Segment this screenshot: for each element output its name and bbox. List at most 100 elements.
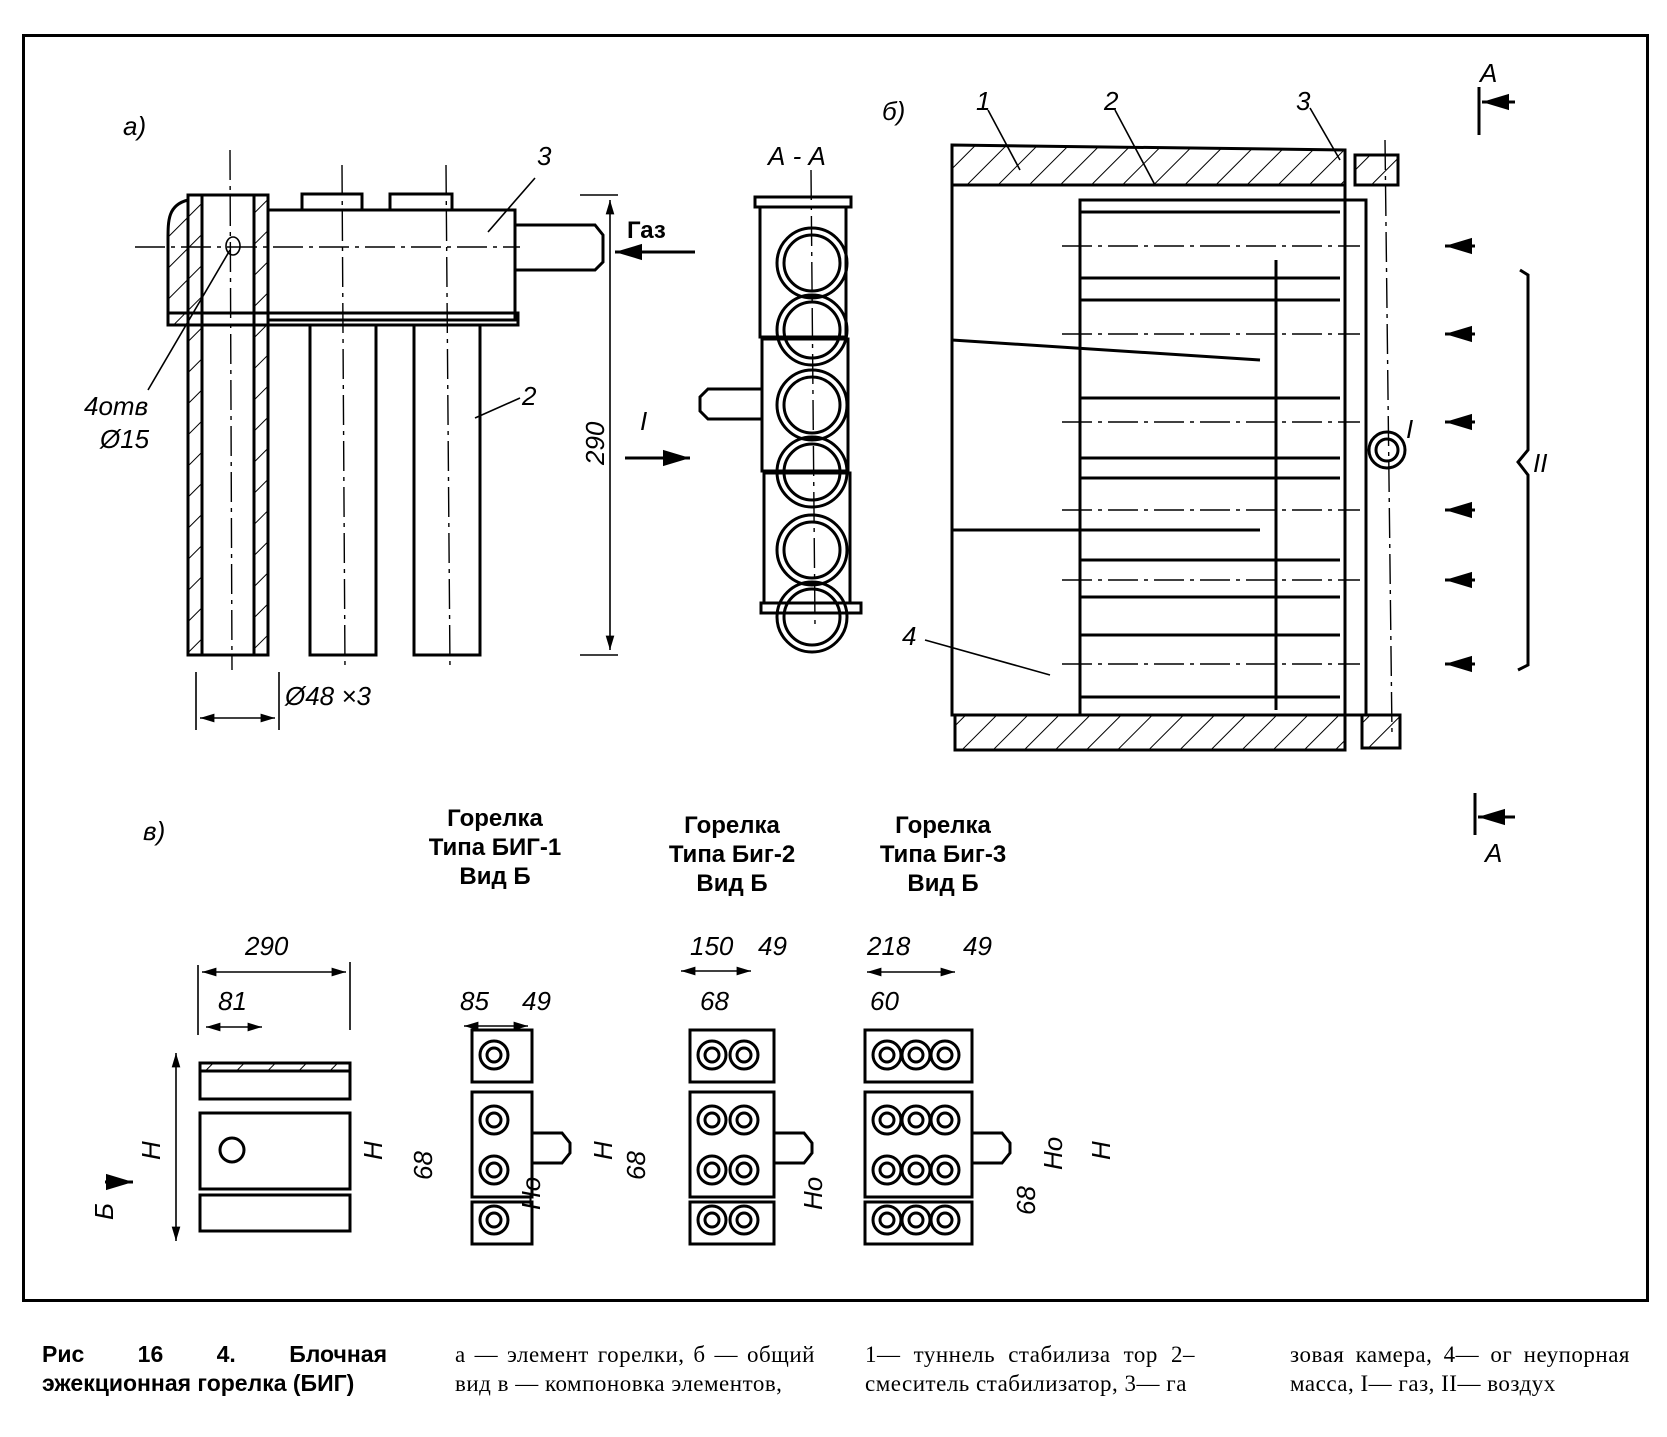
side-tube-top <box>198 1069 352 1101</box>
section-mark-bottom-label: А <box>1483 838 1502 868</box>
inlet-label-b: I <box>1406 414 1413 444</box>
mixer-rows <box>1062 210 1475 699</box>
opening-outer <box>775 580 849 654</box>
nozzle-inner <box>936 1046 954 1064</box>
big1-title-1: Горелка <box>447 805 543 832</box>
top-wall-right <box>1353 153 1400 187</box>
panel-b: б) 1 2 3 4 I II А А <box>882 58 1547 868</box>
nozzle-outer <box>696 1154 728 1186</box>
big3-nozzle-grid <box>863 1028 1012 1246</box>
nozzle-inner <box>907 1161 925 1179</box>
nozzle-outer <box>478 1104 510 1136</box>
nozzle-outer <box>728 1104 760 1136</box>
callout-1: 1 <box>976 86 990 116</box>
leader-line <box>474 397 521 419</box>
big2-dim-H0: Hо <box>798 1177 828 1210</box>
section-aa: А - А <box>698 141 863 654</box>
dim-inner: 81 <box>218 986 247 1016</box>
opening-inner <box>782 587 842 647</box>
dim-height: 290 <box>580 421 610 466</box>
gas-label: Газ <box>627 217 666 244</box>
nozzle-outer <box>728 1039 760 1071</box>
big2-nozzle-grid <box>688 1028 814 1246</box>
nozzle-outer <box>871 1154 903 1186</box>
big2-dim-pitch: 68 <box>621 1151 651 1180</box>
nozzle-outer <box>478 1039 510 1071</box>
big1-view: Горелка Типа БИГ-1 Вид Б 85 49 68 H Hо H <box>358 805 618 1246</box>
panel-b-label: б) <box>882 96 905 126</box>
panel-v-label: в) <box>143 816 165 846</box>
callout-3: 3 <box>537 141 552 171</box>
pipe-collar <box>166 198 190 327</box>
nozzle-outer <box>728 1154 760 1186</box>
nozzle-inner <box>878 1211 896 1229</box>
big2-view: Горелка Типа Биг-2 Вид Б 150 49 68 68 Hо <box>621 812 828 1246</box>
nozzle-outer <box>728 1204 760 1236</box>
view-arrow-label: Б <box>89 1203 119 1220</box>
leader-line <box>147 249 231 391</box>
gas-inlet-ring <box>1367 430 1407 470</box>
big3-dim-pitch: 68 <box>1011 1186 1041 1215</box>
leader-line <box>1114 109 1156 186</box>
caption-col-1: а — элемент горелки, б — общий вид в — к… <box>455 1342 815 1396</box>
air-label: II <box>1533 448 1547 478</box>
pipe-wall-left <box>186 193 204 657</box>
side-view: 290 81 H Б <box>89 931 352 1241</box>
dim-H-side: H <box>136 1141 166 1160</box>
side-block-middle <box>198 1111 352 1191</box>
nozzle-inner <box>878 1161 896 1179</box>
nozzle-inner <box>735 1111 753 1129</box>
nozzle-inner <box>485 1111 503 1129</box>
nozzle-outer <box>478 1154 510 1186</box>
nozzle-block <box>470 1090 534 1199</box>
nozzle-outer <box>929 1154 961 1186</box>
callout-2: 2 <box>521 381 537 411</box>
opening-outer <box>775 293 849 367</box>
leader-line <box>1309 107 1341 161</box>
chamber-boss-1 <box>300 192 364 212</box>
nozzle-outer <box>871 1104 903 1136</box>
big1-title-2: Типа БИГ-1 <box>429 834 561 861</box>
big3-view: Горелка Типа Биг-3 Вид Б 218 49 60 68 Hо… <box>863 812 1116 1246</box>
leader-line <box>487 177 536 233</box>
nozzle-inner <box>936 1111 954 1129</box>
nozzle-inner <box>735 1161 753 1179</box>
centerline <box>229 149 233 671</box>
nozzle-outer <box>478 1204 510 1236</box>
centerline <box>445 164 451 671</box>
nozzle-outer <box>929 1039 961 1071</box>
nozzle-inner <box>878 1111 896 1129</box>
bottom-wall-right <box>1360 713 1402 750</box>
nozzle-block <box>688 1090 776 1199</box>
big1-title-3: Вид Б <box>459 863 530 890</box>
big3-dim-width: 218 <box>866 931 911 961</box>
nozzle-inner <box>907 1111 925 1129</box>
opening-inner <box>782 375 842 435</box>
gas-nozzle <box>515 223 605 272</box>
holes-diameter-label: Ø15 <box>99 424 150 454</box>
figure-frame <box>22 34 1649 1302</box>
gas-nozzle <box>774 1131 814 1165</box>
hole-marker <box>225 236 241 256</box>
section-nozzle <box>698 387 762 421</box>
nozzle-block <box>863 1090 974 1199</box>
nozzle-block <box>688 1200 776 1246</box>
big3-title-1: Горелка <box>895 812 991 839</box>
section-aa-title: А - А <box>766 141 826 171</box>
nozzle-outer <box>696 1104 728 1136</box>
opening-outer <box>775 368 849 442</box>
big3-dim-offset: 49 <box>963 931 992 961</box>
holes-label: 4отв <box>84 391 148 421</box>
inlet-label-a: I <box>640 406 647 436</box>
centerline <box>1384 139 1393 736</box>
big2-dim-width: 150 <box>690 931 734 961</box>
opening-inner <box>782 520 842 580</box>
nozzle-inner <box>703 1211 721 1229</box>
callout-3-b: 3 <box>1296 86 1311 116</box>
nozzle-inner <box>907 1046 925 1064</box>
nozzle-outer <box>900 1204 932 1236</box>
chamber-boss-2 <box>388 192 454 212</box>
nozzle-inner <box>735 1046 753 1064</box>
big2-title-2: Типа Биг-2 <box>669 841 795 868</box>
